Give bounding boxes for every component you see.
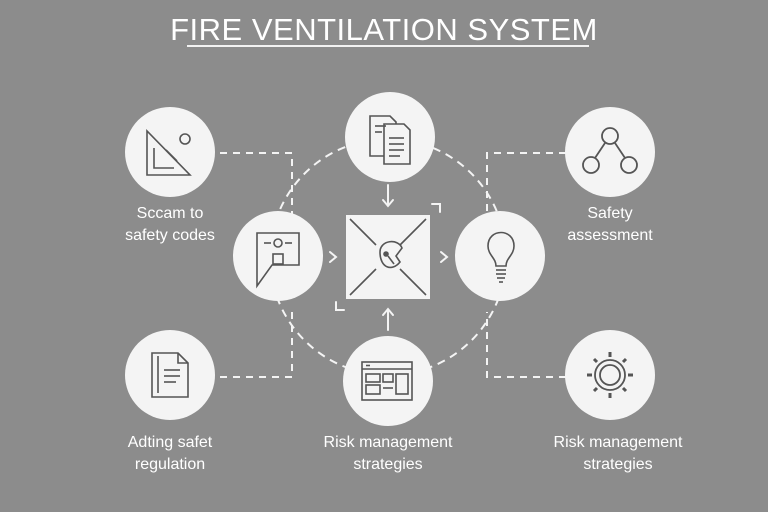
diagram-title: FIRE VENTILATION SYSTEM <box>170 12 598 47</box>
label-bottom-center-line2: strategies <box>353 456 423 473</box>
label-bottom-right-line1: Risk management <box>553 434 683 451</box>
light-bulb-icon <box>487 231 515 283</box>
node-mid-right <box>455 211 545 301</box>
arrow-top <box>382 184 394 208</box>
node-center <box>346 215 430 299</box>
title-underline <box>187 45 589 47</box>
label-top-left-line2: safety codes <box>125 227 215 244</box>
label-bottom-left: Adting safet regulation <box>100 432 240 476</box>
label-bottom-left-line1: Adting safet <box>127 434 213 451</box>
label-top-right: Safety assessment <box>540 203 680 247</box>
triangle-ruler-icon <box>146 129 192 176</box>
label-bottom-left-line2: regulation <box>134 456 206 473</box>
connector-top-left <box>220 152 293 214</box>
node-bottom-center <box>343 336 433 426</box>
control-panel-icon <box>256 232 300 289</box>
corner-arrow-bottom-left <box>335 301 345 311</box>
documents-icon <box>369 115 411 165</box>
connector-top-right <box>486 152 566 214</box>
node-bottom-right <box>565 330 655 420</box>
label-bottom-center: Risk management strategies <box>308 432 468 476</box>
connector-bottom-right <box>486 312 566 378</box>
corner-arrow-top-right <box>431 203 441 213</box>
node-top-left <box>125 107 215 197</box>
label-bottom-right: Risk management strategies <box>538 432 698 476</box>
node-top-right <box>565 107 655 197</box>
arrows <box>329 184 449 331</box>
connector-lines <box>220 152 566 378</box>
arrow-bottom <box>382 307 394 331</box>
label-top-left-line1: Sccam to <box>136 205 204 222</box>
arrow-left <box>329 251 338 263</box>
label-bottom-right-line2: strategies <box>583 456 653 473</box>
network-nodes-icon <box>582 127 638 174</box>
label-top-right-line2: assessment <box>567 227 653 244</box>
node-top-center <box>345 92 435 182</box>
arrow-right <box>440 251 449 263</box>
fire-extinguisher-icon <box>349 218 427 296</box>
label-top-right-line1: Safety <box>587 205 633 222</box>
node-mid-left <box>233 211 323 301</box>
document-page-icon <box>151 352 189 398</box>
label-top-left: Sccam to safety codes <box>100 203 240 247</box>
label-bottom-center-line1: Risk management <box>323 434 453 451</box>
connector-bottom-left <box>220 312 293 378</box>
gear-icon <box>587 352 633 398</box>
dashboard-window-icon <box>361 361 413 401</box>
node-bottom-left <box>125 330 215 420</box>
